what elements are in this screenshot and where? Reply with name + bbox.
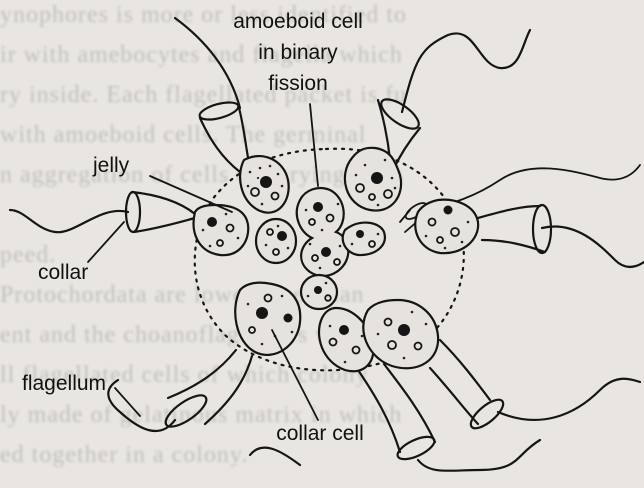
collar-rim-lower-left [161, 390, 211, 432]
flagellum-right [542, 226, 644, 267]
leader-amoeboid [310, 104, 318, 186]
flagellum-lower-right [498, 379, 640, 420]
leader-collar [88, 222, 124, 262]
collar-cell-right [415, 200, 478, 254]
flagellum-left [10, 210, 128, 232]
label-jelly: jelly [92, 154, 130, 177]
collar-cell-upper-right [345, 148, 401, 211]
label-amoeboid-line3: fission [268, 72, 328, 95]
leader-jelly [150, 176, 232, 212]
collar-cell-lower-left [235, 283, 300, 355]
collar-cell-lower-right [363, 300, 438, 368]
label-flagellum: flagellum [22, 372, 106, 395]
collar-lower-right [430, 340, 490, 424]
collar-rim-upper-right [377, 94, 423, 134]
collar-rim-lower-middle [394, 432, 437, 463]
collar-cell-left [194, 205, 249, 255]
label-collar-cell: collar cell [276, 422, 364, 445]
collar-cell-right-middle [343, 223, 385, 255]
label-amoeboid-line1: amoeboid cell [233, 10, 363, 33]
flagellum-upper-right [402, 30, 530, 112]
collar-cell-upper-left [240, 156, 289, 213]
label-collar: collar [38, 261, 88, 284]
round-cell-bottom-center [301, 275, 337, 309]
collar-lower-middle [358, 364, 435, 452]
collar-lower-left [168, 350, 252, 424]
collar-left [132, 192, 195, 232]
leader-collar-cell [272, 330, 318, 420]
collar-rim-upper-left [198, 99, 240, 123]
label-amoeboid-line2: in binary [258, 41, 338, 64]
amoeboid-cell-binary-fission [297, 188, 349, 276]
flagellum-upper-left [175, 18, 240, 108]
round-cell-center-left [256, 219, 296, 263]
flagellum-lower-middle-2 [418, 440, 540, 471]
flagellum-lower-middle [250, 448, 300, 465]
